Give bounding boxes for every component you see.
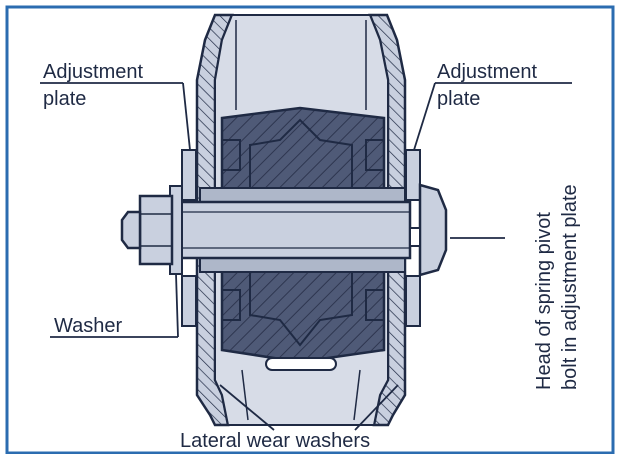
bolt-tip [120, 210, 142, 250]
left-adjustment-plate-lower [181, 275, 197, 327]
left-adjustment-plate-upper [181, 149, 197, 201]
upper-sleeve [199, 187, 406, 203]
pivot-bolt-shank [168, 200, 412, 260]
channel-slot [265, 357, 337, 371]
right-adjustment-plate-lower [405, 275, 421, 327]
nut [138, 194, 174, 266]
label-head-line-1: Head of spring pivot [533, 212, 555, 390]
label-lateral-wear-washers: Lateral wear washers [180, 430, 370, 452]
bolt-head [418, 183, 448, 277]
frame-border [5, 5, 615, 455]
label-adjustment-plate-left-1: Adjustment [43, 61, 143, 83]
label-adjustment-plate-left-2: plate [43, 88, 86, 110]
label-head-line-2: bolt in adjustment plate [559, 184, 581, 390]
label-washer: Washer [54, 315, 123, 337]
right-adjustment-plate-upper [405, 149, 421, 201]
label-adjustment-plate-right-2: plate [437, 88, 480, 110]
lower-sleeve [199, 257, 406, 273]
label-adjustment-plate-right-1: Adjustment [437, 61, 537, 83]
